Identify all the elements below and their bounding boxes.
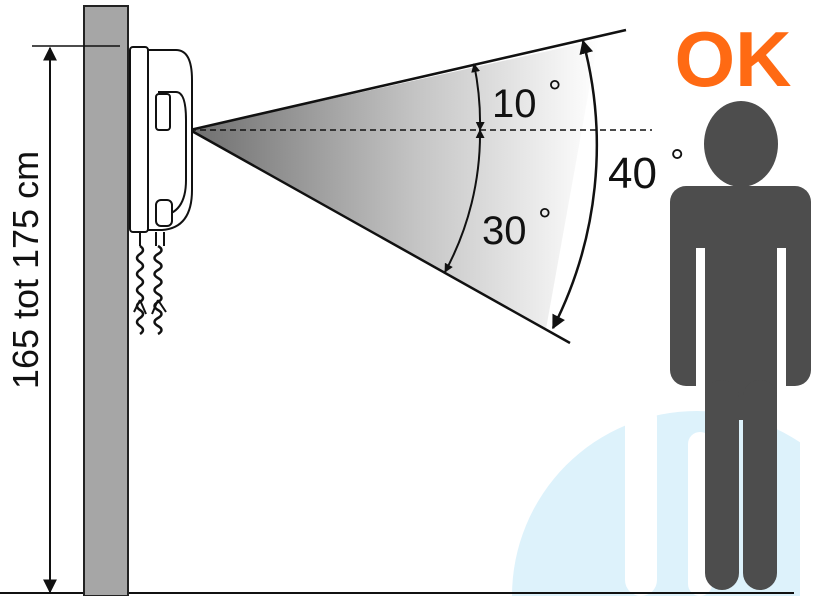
person-arm-gaps — [696, 248, 786, 388]
wall — [83, 5, 129, 596]
ok-label: OK — [675, 15, 792, 103]
person-silhouette-icon — [670, 101, 811, 590]
viewing-cone — [190, 40, 598, 329]
cone-lower-edge — [189, 128, 571, 345]
height-range-label: 165 tot 175 cm — [5, 151, 46, 389]
angle-10-label: 10 — [492, 82, 537, 126]
angle-10-degree: ° — [548, 74, 562, 112]
angle-40-arc — [551, 39, 599, 330]
angle-40-label: 40 — [608, 149, 657, 198]
angle-30-arc — [444, 129, 485, 273]
angle-10-arc — [471, 63, 485, 131]
angle-40-degree: ° — [670, 141, 684, 182]
angle-30-degree: ° — [538, 202, 552, 240]
intercom-handset-icon — [129, 46, 193, 336]
angle-30-label: 30 — [482, 209, 527, 253]
height-dimension — [32, 45, 120, 594]
